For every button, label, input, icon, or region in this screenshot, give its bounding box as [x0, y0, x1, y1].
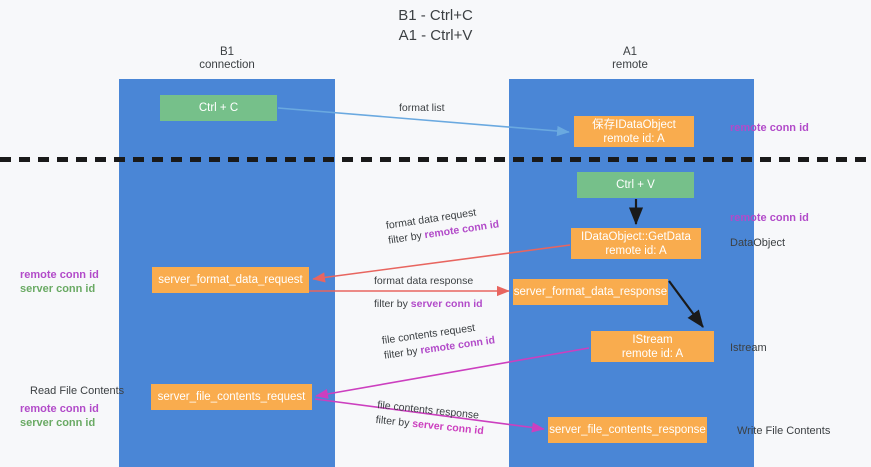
filter-prefix: filter by	[383, 344, 422, 362]
box-server-file-contents-request-label: server_file_contents_request	[157, 391, 306, 403]
box-server-file-contents-response[interactable]: server_file_contents_response	[548, 417, 707, 443]
annotation-read-file-contents: Read File Contents	[30, 385, 125, 397]
box-idataobject-line1: 保存IDataObject	[592, 118, 676, 131]
lane-header-a1-name: A1	[622, 46, 638, 58]
box-idataobject[interactable]: 保存IDataObject remote id: A	[574, 116, 694, 147]
box-istream-line1: IStream	[632, 333, 673, 346]
box-istream[interactable]: IStream remote id: A	[591, 331, 714, 362]
annotation-remote-conn-id-top: remote conn id	[730, 122, 809, 134]
box-server-file-contents-request[interactable]: server_file_contents_request	[151, 384, 312, 410]
box-ctrl-c-label: Ctrl + C	[198, 102, 239, 114]
edge-label-format-data-request: format data request filter by remote con…	[385, 202, 500, 248]
filter-prefix: filter by	[374, 298, 411, 310]
edge-label-format-list: format list	[399, 101, 445, 116]
annotation-write-file-contents: Write File Contents	[737, 425, 831, 437]
annotation-left-conn-ids-2: remote conn id server conn id	[20, 402, 99, 430]
annotation-left-remote-conn-id-2: remote conn id	[20, 403, 99, 415]
annotation-left-server-conn-id-2: server conn id	[20, 417, 96, 429]
edge-label-format-list-text: format list	[399, 102, 445, 114]
box-istream-line2: remote id: A	[621, 347, 684, 360]
filter-prefix: filter by	[375, 413, 413, 430]
title-line-1: B1 - Ctrl+C	[398, 7, 473, 24]
annotation-remote-conn-id-mid: remote conn id	[730, 212, 809, 224]
box-idataobject-getdata[interactable]: IDataObject::GetData remote id: A	[571, 228, 701, 259]
annotation-istream: Istream	[730, 342, 767, 354]
edge-label-format-data-response: format data response	[374, 274, 473, 289]
annotation-left-server-conn-id: server conn id	[20, 283, 96, 295]
lane-header-b1-name: B1	[219, 46, 235, 58]
lane-header-b1: B1 connection	[137, 46, 317, 72]
annotation-left-conn-ids: remote conn id server conn id	[20, 268, 99, 296]
box-ctrl-c[interactable]: Ctrl + C	[160, 95, 277, 121]
box-server-format-data-response[interactable]: server_format_data_response	[513, 279, 668, 305]
lane-header-a1: A1 remote	[530, 46, 730, 72]
box-idataobject-line2: remote id: A	[603, 132, 665, 145]
phase-divider	[0, 157, 871, 162]
edge-label-format-data-response-text: format data response	[374, 275, 474, 287]
box-server-file-contents-response-label: server_file_contents_response	[549, 424, 706, 436]
edge-label-file-contents-request: file contents request filter by remote c…	[381, 318, 496, 363]
box-getdata-line1: IDataObject::GetData	[581, 230, 691, 243]
page-title: B1 - Ctrl+C A1 - Ctrl+V	[0, 6, 871, 46]
box-getdata-line2: remote id: A	[605, 244, 667, 257]
box-server-format-data-response-label: server_format_data_response	[513, 286, 668, 298]
edge-label-file-contents-response: file contents response filter by server …	[375, 398, 486, 439]
filter-id-server-conn-id: server conn id	[410, 298, 483, 310]
filter-prefix: filter by	[387, 229, 426, 247]
edge-label-format-data-response-filter: filter by server conn id	[374, 297, 483, 312]
title-line-2: A1 - Ctrl+V	[398, 27, 473, 44]
box-ctrl-v-label: Ctrl + V	[616, 179, 655, 191]
box-server-format-data-request[interactable]: server_format_data_request	[152, 267, 309, 293]
box-server-format-data-request-label: server_format_data_request	[158, 274, 303, 286]
lane-header-a1-sub: remote	[612, 59, 648, 71]
lane-header-b1-sub: connection	[199, 59, 255, 71]
annotation-dataobject: DataObject	[730, 237, 786, 249]
box-ctrl-v[interactable]: Ctrl + V	[577, 172, 694, 198]
annotation-left-remote-conn-id: remote conn id	[20, 269, 99, 281]
